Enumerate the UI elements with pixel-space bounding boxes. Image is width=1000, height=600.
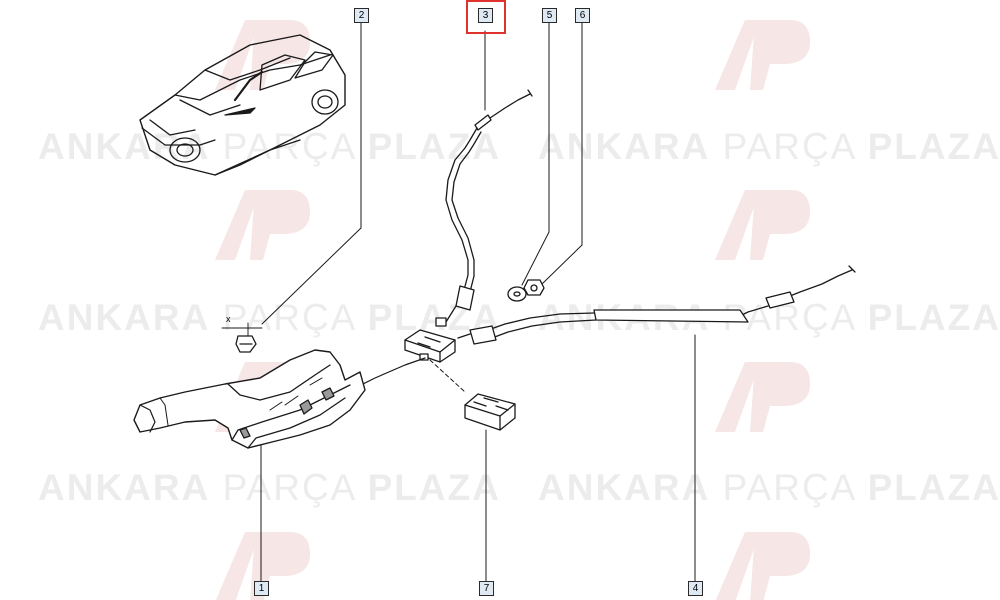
dimension-label: x (226, 314, 231, 324)
ap-logo (715, 190, 810, 260)
clip-part-7 (464, 393, 516, 431)
lever-rod (354, 357, 426, 389)
callout-1[interactable]: 1 (254, 581, 269, 596)
car-illustration (139, 34, 346, 176)
watermark-text: ANKARA PARÇA PLAZA (38, 297, 501, 338)
callout-5[interactable]: 5 (542, 8, 557, 23)
leader-lines (260, 21, 696, 583)
nut-part (221, 322, 263, 353)
watermark-text: ANKARA PARÇA PLAZA (538, 297, 1000, 338)
watermark-text: ANKARA PARÇA PLAZA (38, 126, 501, 167)
handbrake-lever-part-1 (133, 349, 366, 449)
callout-7[interactable]: 7 (479, 581, 494, 596)
nut-part-6 (523, 279, 545, 296)
washer-part-5 (507, 286, 527, 302)
watermark-text: ANKARA PARÇA PLAZA (538, 467, 1000, 508)
selected-callout-highlight (466, 0, 506, 34)
ap-logo (215, 20, 310, 90)
callout-6[interactable]: 6 (575, 8, 590, 23)
ap-logo (715, 20, 810, 90)
ap-logo (715, 532, 810, 600)
cable-part-3 (435, 89, 533, 327)
ap-logo (715, 362, 810, 432)
equalizer-block (404, 329, 456, 363)
cable-part-4 (457, 265, 856, 345)
ap-logo (215, 190, 310, 260)
callout-3[interactable]: 3 (478, 8, 493, 23)
watermark-text: ANKARA PARÇA PLAZA (538, 126, 1000, 167)
callout-4[interactable]: 4 (688, 581, 703, 596)
callout-2[interactable]: 2 (354, 8, 369, 23)
watermark-text: ANKARA PARÇA PLAZA (38, 467, 501, 508)
